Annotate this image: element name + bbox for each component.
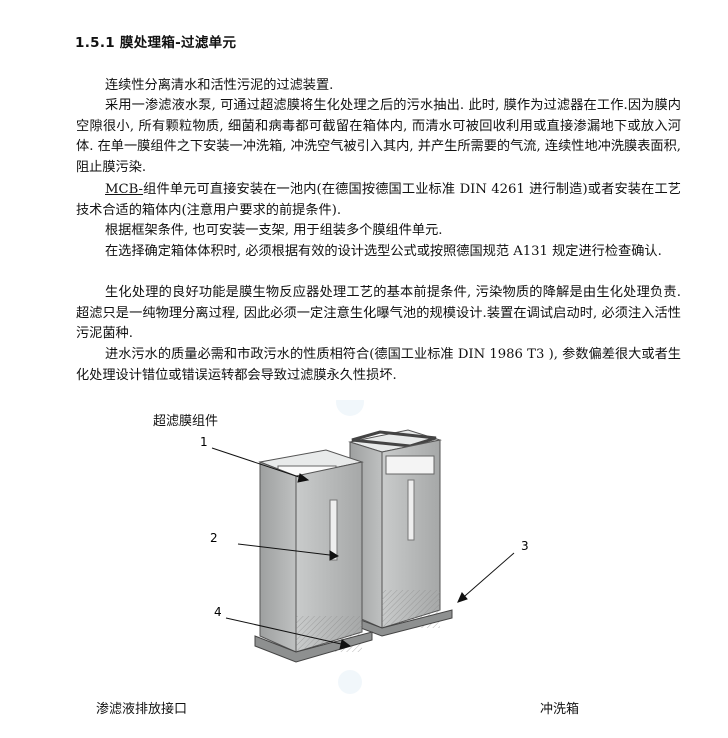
paragraph-3: MCB-组件单元可直接安装在一池内(在德国按德国工业标准 DIN 4261 进行… — [76, 180, 681, 221]
paragraph-7: 进水污水的质量必需和市政污水的性质相符合(德国工业标准 DIN 1986 T3 … — [76, 347, 681, 383]
callout-arrows — [211, 447, 515, 650]
figure-bottom-right-label: 冲洗箱 — [540, 702, 580, 717]
paragraph-4: 根据框架条件, 也可安装一支架, 用于组装多个膜组件单元. — [105, 223, 443, 238]
figure-top-label: 超滤膜组件 — [153, 414, 219, 429]
paragraph-2: 采用一渗滤液水泵, 可通过超滤膜将生化处理之后的污水抽出. 此时, 膜作为过滤器… — [76, 98, 681, 175]
paragraph-3-text: 组件单元可直接安装在一池内(在德国按德国工业标准 DIN 4261 进行制造)或… — [76, 182, 681, 218]
paragraph-1: 连续性分离清水和活性污泥的过滤装置. — [105, 78, 334, 93]
callout-1: 1 — [200, 435, 208, 449]
callout-4: 4 — [214, 605, 222, 619]
mcb-label: MCB- — [105, 182, 143, 197]
callout-2: 2 — [210, 531, 218, 545]
section-heading: 1.5.1 膜处理箱-过滤单元 — [75, 35, 237, 51]
paragraph-6: 生化处理的良好功能是膜生物反应器处理工艺的基本前提条件, 污染物质的降解是由生化… — [76, 285, 681, 341]
callout-3: 3 — [521, 539, 529, 553]
membrane-module-figure: 1 2 3 4 — [200, 400, 529, 694]
paragraph-5: 在选择确定箱体体积时, 必须根据有效的设计选型公式或按照德国规范 A131 规定… — [105, 244, 662, 259]
figure-bottom-left-label: 渗滤液排放接口 — [96, 702, 188, 717]
watermark-decoration — [336, 400, 364, 694]
membrane-module-left — [254, 449, 373, 663]
